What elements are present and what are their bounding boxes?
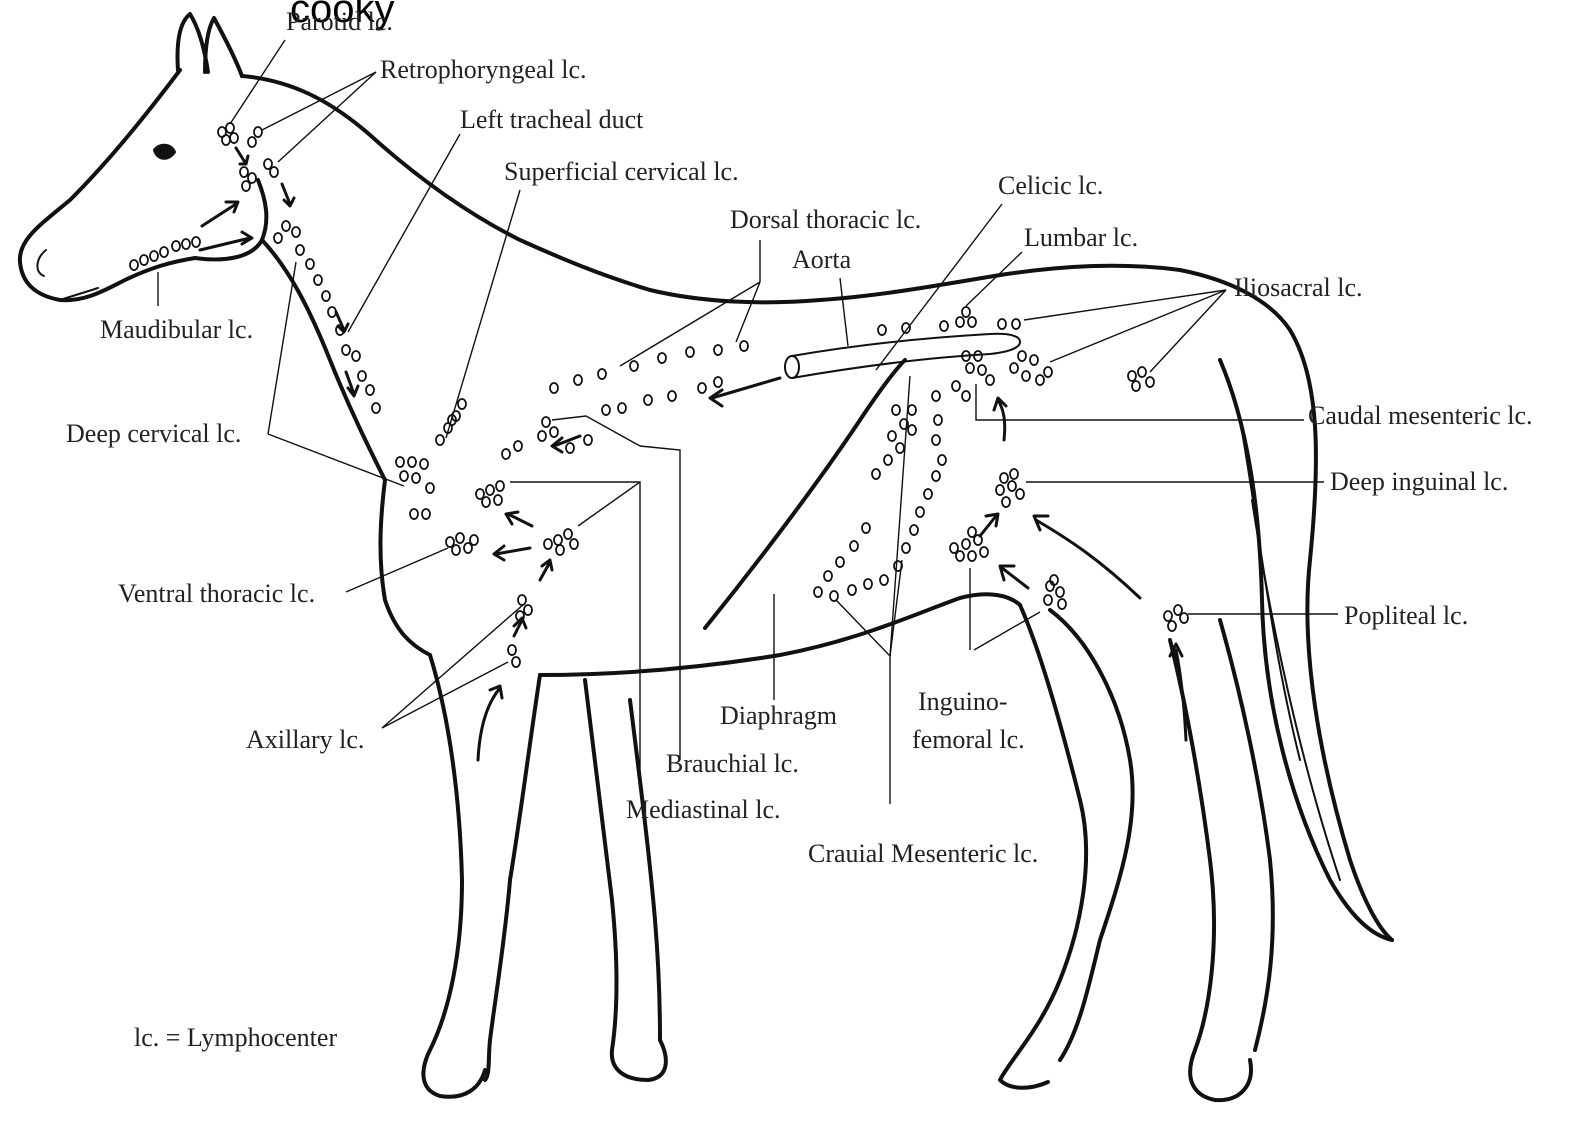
arrow-axillary-2 bbox=[494, 546, 530, 560]
ventral-thoracic-nodes bbox=[446, 533, 478, 555]
diaphragm-line bbox=[705, 360, 905, 628]
mediastinal-nodes bbox=[476, 441, 522, 507]
label-inguinofemoral-2: femoral lc. bbox=[912, 725, 1025, 754]
label-diaphragm: Diaphragm bbox=[720, 701, 837, 730]
hindleg-back bbox=[1050, 610, 1133, 1060]
arrow-thoracic-duct bbox=[710, 378, 780, 406]
label-axillary: Axillary lc. bbox=[246, 725, 364, 754]
caudal-mesenteric-nodes bbox=[952, 351, 994, 401]
arrow-inguinal-2 bbox=[1000, 566, 1028, 588]
label-deep-cervical: Deep cervical lc. bbox=[66, 419, 241, 448]
iliosacral-nodes bbox=[998, 319, 1154, 391]
label-mandibular: Maudibular lc. bbox=[100, 315, 253, 344]
label-brachial: Brauchial lc. bbox=[666, 749, 799, 778]
arrow-limb-2 bbox=[514, 618, 526, 636]
label-parotid: Parotid lc. bbox=[286, 7, 393, 36]
arrow-hind-limb bbox=[1170, 644, 1186, 740]
label-mediastinal: Mediastinal lc. bbox=[626, 795, 781, 824]
hindleg2-back bbox=[1220, 620, 1273, 1050]
label-popliteal: Popliteal lc. bbox=[1344, 601, 1468, 630]
arrow-cervical-2 bbox=[346, 372, 358, 396]
label-left-tracheal-duct: Left tracheal duct bbox=[460, 105, 644, 134]
aorta-vessel bbox=[785, 334, 1020, 378]
label-lumbar: Lumbar lc. bbox=[1024, 223, 1138, 252]
arrow-mandibular-2 bbox=[200, 232, 252, 250]
lumbar-nodes bbox=[940, 307, 976, 331]
deep-inguinal-nodes bbox=[996, 469, 1024, 507]
arrow-limb-1 bbox=[540, 560, 552, 580]
label-superficial-cervical: Superficial cervical lc. bbox=[504, 157, 739, 186]
brachial-nodes bbox=[538, 417, 592, 453]
nostril bbox=[37, 250, 46, 276]
deep-cervical-nodes bbox=[274, 221, 434, 519]
arrow-parotid bbox=[236, 148, 248, 164]
label-caudal-mesenteric: Caudal mesenteric lc. bbox=[1308, 401, 1533, 430]
tail-hair-1 bbox=[1240, 420, 1300, 760]
tail bbox=[1220, 360, 1392, 940]
label-dorsal-thoracic: Dorsal thoracic lc. bbox=[730, 205, 921, 234]
label-inguinofemoral-1: Inguino- bbox=[918, 687, 1008, 716]
parotid-nodes bbox=[218, 123, 238, 145]
hindleg2-front bbox=[1170, 640, 1251, 1100]
label-ventral-thoracic: Ventral thoracic lc. bbox=[118, 579, 315, 608]
label-deep-inguinal: Deep inguinal lc. bbox=[1330, 467, 1508, 496]
arrow-mandibular-1 bbox=[202, 202, 238, 226]
foreleg-front bbox=[423, 655, 485, 1097]
belly bbox=[540, 594, 1020, 675]
foreleg2-front bbox=[585, 680, 666, 1080]
label-celiac: Celicic lc. bbox=[998, 171, 1103, 200]
eye bbox=[155, 146, 174, 158]
legend-text: lc. = Lymphocenter bbox=[134, 1023, 337, 1052]
foreleg-back bbox=[485, 675, 540, 1080]
head-front bbox=[20, 70, 195, 300]
leader-lines bbox=[158, 40, 1338, 804]
foreleg2-back bbox=[630, 700, 660, 1040]
arrow-limb-3 bbox=[478, 686, 502, 760]
arrow-axillary-1 bbox=[506, 512, 532, 526]
arrow-cervical-1 bbox=[336, 312, 348, 332]
label-retropharyngeal: Retrophoryngeal lc. bbox=[380, 55, 587, 84]
ear-right bbox=[205, 18, 242, 76]
label-iliosacral: Iliosacral lc. bbox=[1234, 273, 1363, 302]
arrow-inguinal-1 bbox=[980, 514, 998, 536]
label-aorta: Aorta bbox=[792, 245, 852, 274]
arrow-caudal bbox=[994, 398, 1006, 440]
popliteal-nodes bbox=[1164, 605, 1188, 631]
arrow-popliteal bbox=[1034, 516, 1140, 598]
arrow-retro bbox=[282, 184, 294, 206]
neck-crest bbox=[242, 76, 1290, 330]
label-cranial-mesenteric: Crauial Mesenteric lc. bbox=[808, 839, 1038, 868]
